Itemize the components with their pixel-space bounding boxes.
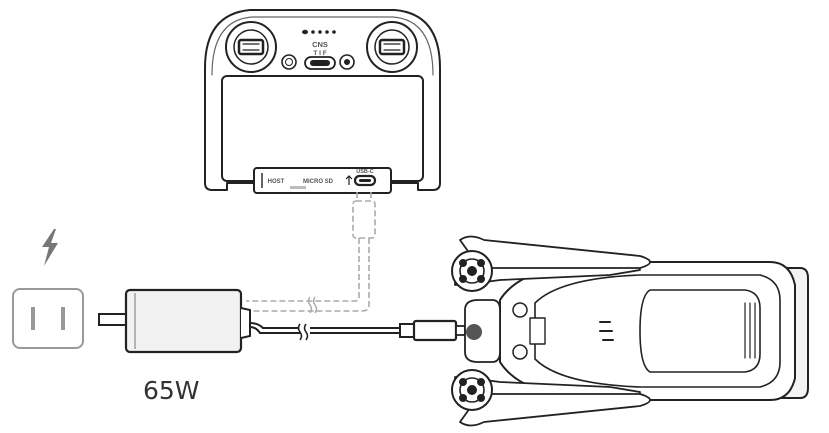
remote-controller xyxy=(204,9,441,191)
charger-wattage-label: 65W xyxy=(143,376,200,405)
microsd-slot-label: MICRO SD xyxy=(303,179,334,185)
controller-screen xyxy=(221,75,424,182)
right-control-stick xyxy=(366,21,418,73)
usb-c-cable-to-aircraft xyxy=(249,319,466,342)
battery-level-leds xyxy=(302,29,336,35)
flight-mode-switch xyxy=(304,56,336,70)
usb-c-cable-to-controller xyxy=(246,192,376,312)
power-button xyxy=(339,54,355,70)
mode-switch-sublabel: T I F xyxy=(313,50,326,57)
mode-switch-label: CNS xyxy=(312,40,328,49)
usb-c-port-label: USB-C xyxy=(356,169,373,175)
left-control-stick xyxy=(225,21,277,73)
aircraft-drone xyxy=(451,235,809,427)
rth-button xyxy=(281,54,297,70)
lightning-bolt-icon xyxy=(42,229,58,266)
wall-outlet-icon xyxy=(12,288,84,349)
controller-port-panel xyxy=(253,167,392,194)
aircraft-usb-c-port xyxy=(466,324,482,340)
host-port-label: HOST xyxy=(268,179,285,185)
power-adapter xyxy=(98,288,251,354)
